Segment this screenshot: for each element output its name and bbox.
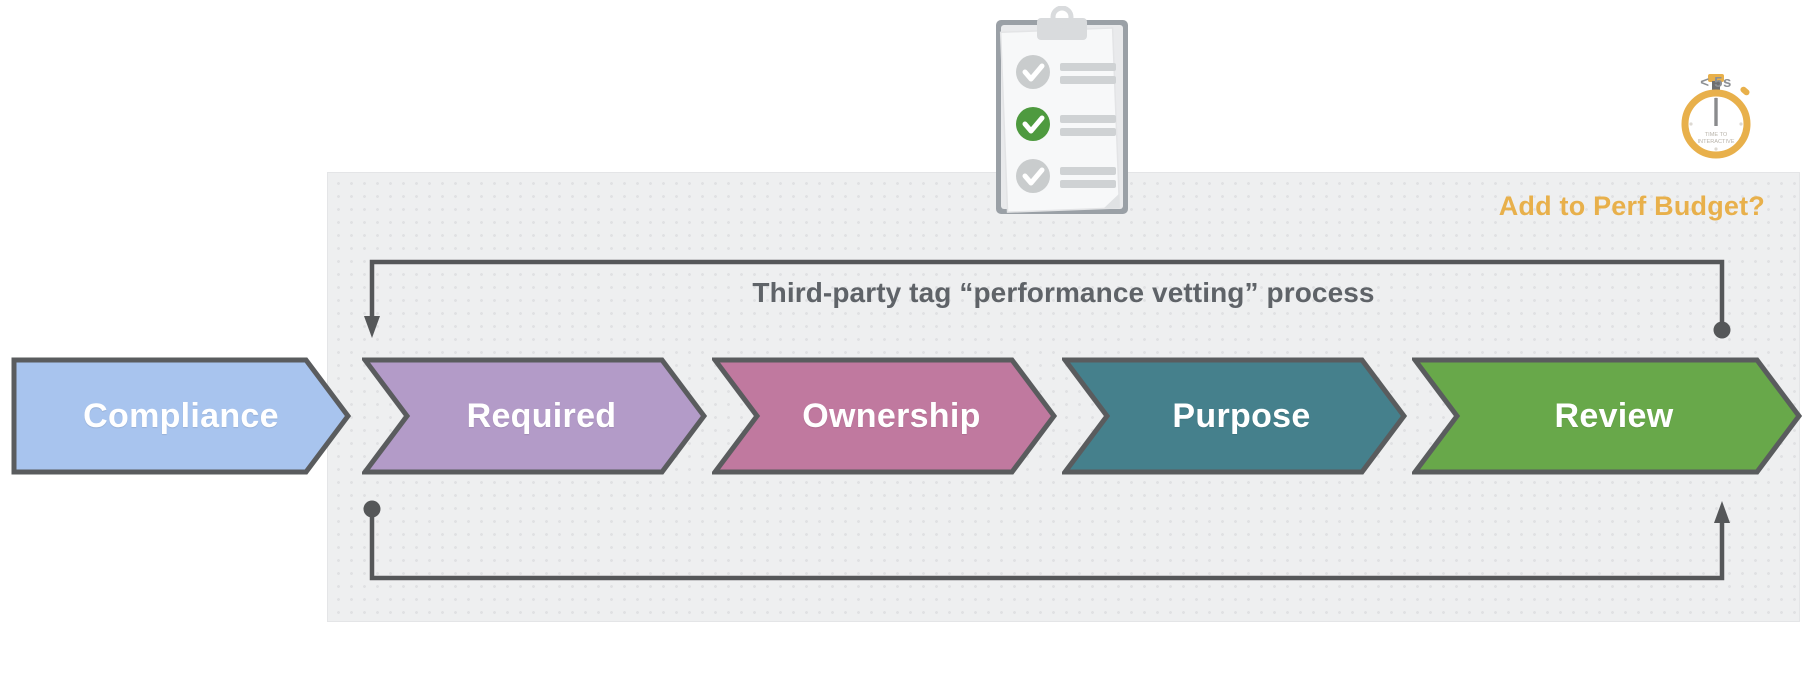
chevron-shape	[1062, 357, 1407, 475]
chevron-shape	[712, 357, 1057, 475]
stage-label: Compliance	[83, 396, 279, 435]
process-title: Third-party tag “performance vetting” pr…	[752, 277, 1375, 308]
stopwatch-dial-line1: TIME TO	[1705, 132, 1728, 138]
process-stage-row: Compliance Required Ownership Purpose	[0, 357, 1810, 475]
chevron-shape	[1412, 357, 1802, 475]
stage-chevron-required[interactable]: Required	[362, 357, 707, 475]
stage-chevron-purpose[interactable]: Purpose	[1062, 357, 1407, 475]
stage-chevron-compliance[interactable]: Compliance	[11, 357, 351, 475]
stage-label: Required	[466, 396, 617, 435]
stage-label: Review	[1554, 396, 1674, 435]
checklist-row-3	[1016, 159, 1116, 193]
stopwatch-dial-line2: INTERACTIVE	[1698, 139, 1735, 145]
checklist-row-2	[1016, 107, 1116, 141]
stage-chevron-ownership[interactable]: Ownership	[712, 357, 1057, 475]
stage-chevron-review[interactable]: Review	[1412, 357, 1802, 475]
stage-label: Ownership	[802, 396, 981, 435]
perf-budget-question: Add to Perf Budget?	[1498, 191, 1765, 221]
clipboard-checklist-icon	[996, 6, 1128, 214]
checklist-row-1	[1016, 55, 1116, 89]
stopwatch-icon: TIME TO INTERACTIVE	[1681, 74, 1751, 159]
stage-label: Purpose	[1172, 396, 1311, 435]
stopwatch-caption: < 5s	[1700, 74, 1732, 91]
chevron-shape	[362, 357, 707, 475]
chevron-shape	[11, 357, 351, 475]
